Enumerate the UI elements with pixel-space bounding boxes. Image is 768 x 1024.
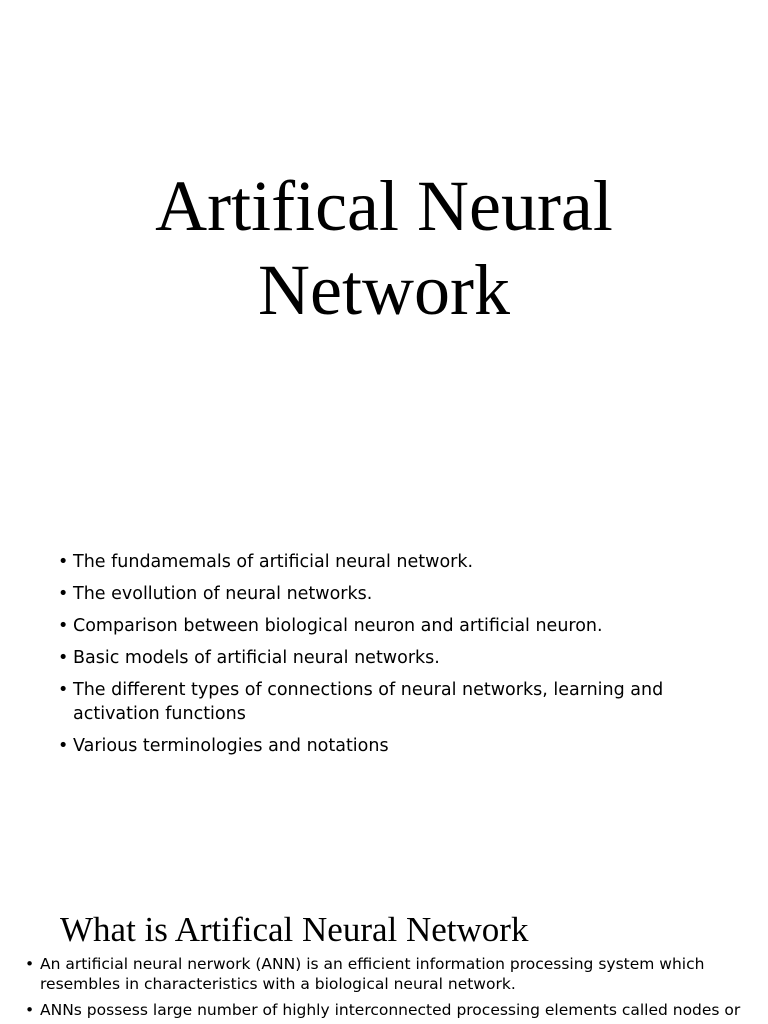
- bullet-text: An artificial neural nerwork (ANN) is an…: [40, 955, 705, 993]
- bullet-item: • The fundamemals of artificial neural n…: [58, 550, 718, 574]
- bullet-icon: •: [25, 955, 35, 973]
- bullet-item: • Comparison between biological neuron a…: [58, 614, 718, 638]
- bullet-text: Various terminologies and notations: [73, 736, 389, 756]
- outline-slide: • The fundamemals of artificial neural n…: [0, 430, 768, 870]
- bullet-item: • ANNs possess large number of highly in…: [25, 1000, 755, 1020]
- bullet-icon: •: [58, 584, 69, 604]
- bullet-item: • Various terminologies and notations: [58, 734, 718, 758]
- what-is-slide: What is Artifical Neural Network • An ar…: [0, 870, 768, 1024]
- bullet-icon: •: [25, 1001, 35, 1019]
- bullet-text: ANNs possess large number of highly inte…: [40, 1001, 741, 1019]
- bullet-icon: •: [58, 552, 69, 572]
- slide-title: Artifical Neural Network: [0, 164, 768, 332]
- bullet-icon: •: [58, 680, 69, 700]
- bullet-text: The different types of connections of ne…: [73, 680, 664, 724]
- bullet-icon: •: [58, 648, 69, 668]
- slide-title-line-1: Artifical Neural: [155, 166, 613, 246]
- bullet-text: The fundamemals of artificial neural net…: [73, 552, 474, 572]
- bullet-text: The evollution of neural networks.: [73, 584, 373, 604]
- bullet-item: • The evollution of neural networks.: [58, 582, 718, 606]
- bullet-item: • An artificial neural nerwork (ANN) is …: [25, 954, 755, 994]
- slide-title-line-2: Network: [258, 250, 510, 330]
- bullet-item: • Basic models of artificial neural netw…: [58, 646, 718, 670]
- slide-title: What is Artifical Neural Network: [60, 910, 529, 949]
- outline-bullet-list: • The fundamemals of artificial neural n…: [58, 550, 718, 766]
- bullet-icon: •: [58, 616, 69, 636]
- bullet-text: Basic models of artificial neural networ…: [73, 648, 440, 668]
- definition-bullet-list: • An artificial neural nerwork (ANN) is …: [25, 954, 755, 1024]
- title-slide: Artifical Neural Network: [0, 0, 768, 430]
- bullet-icon: •: [58, 736, 69, 756]
- bullet-item: • The different types of connections of …: [58, 678, 718, 726]
- bullet-text: Comparison between biological neuron and…: [73, 616, 603, 636]
